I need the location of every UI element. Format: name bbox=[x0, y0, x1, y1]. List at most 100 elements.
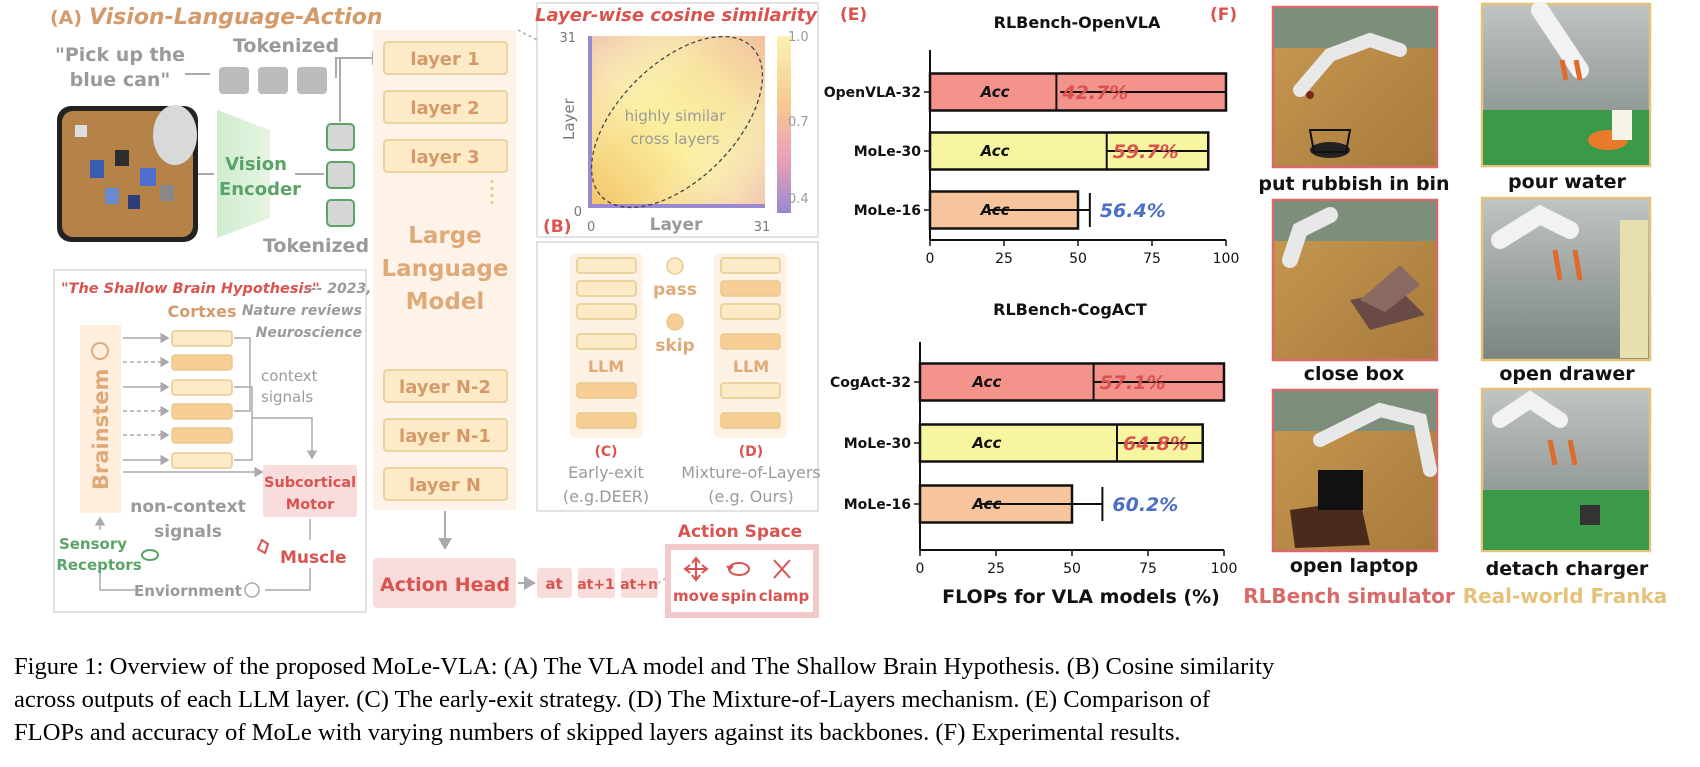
accuracy-value: 64.8% bbox=[1123, 433, 1189, 455]
chart-openvla-title: RLBench-OpenVLA bbox=[994, 13, 1161, 32]
sensory-line2: Receptors bbox=[56, 556, 141, 574]
subcortical-motor-box bbox=[263, 465, 357, 517]
figure-caption: Figure 1: Overview of the proposed MoLe-… bbox=[14, 650, 1694, 749]
action-head-label: Action Head bbox=[380, 574, 510, 596]
citation-line3: Neuroscience bbox=[256, 325, 362, 341]
y-tick-bottom: 0 bbox=[574, 205, 582, 220]
panel-b-tag: (B) bbox=[543, 217, 572, 237]
layer-n-label: layer N bbox=[409, 475, 481, 496]
muscle-label: Muscle bbox=[280, 548, 347, 568]
sensory-line1: Sensory bbox=[59, 535, 127, 553]
x-tick-label: 100 bbox=[1213, 251, 1240, 267]
llm-line1: Large bbox=[408, 223, 482, 249]
llm-line3: Model bbox=[406, 289, 485, 315]
x-tick-label: 75 bbox=[1139, 561, 1157, 577]
panel-f-tag: (F) bbox=[1210, 5, 1237, 25]
noncontext-line2: signals bbox=[154, 522, 222, 542]
noncontext-line1: non-context bbox=[130, 497, 246, 517]
panel-d-tag: (D) bbox=[739, 444, 763, 460]
action-space-box bbox=[665, 544, 819, 618]
environment-label: Enviornment bbox=[134, 582, 242, 600]
category-label: OpenVLA-32 bbox=[824, 85, 921, 101]
panel-b-box bbox=[536, 241, 819, 512]
early-exit-line2: (e.g.DEER) bbox=[563, 487, 649, 506]
layer-3-label: layer 3 bbox=[410, 147, 479, 168]
category-label: MoLe-16 bbox=[854, 203, 921, 219]
skip-legend-swatch bbox=[666, 313, 684, 331]
similarity-ellipse bbox=[590, 35, 764, 209]
early-exit-line1: Early-exit bbox=[568, 463, 644, 482]
photo-close-box bbox=[1271, 198, 1439, 362]
visual-tokens bbox=[326, 123, 355, 227]
move-icon bbox=[683, 556, 709, 582]
brainstem-signals bbox=[123, 332, 318, 478]
caption-pour-water: pour water bbox=[1508, 171, 1627, 193]
heatmap-annotation-line2: cross layers bbox=[630, 130, 719, 148]
x-tick-label: 0 bbox=[916, 561, 925, 577]
x-tick-label: 0 bbox=[926, 251, 935, 267]
caption-open-drawer: open drawer bbox=[1499, 363, 1635, 385]
subcortical-line2: Motor bbox=[286, 497, 335, 513]
heatmap-annotation-line1: highly similar bbox=[625, 107, 727, 125]
photo-detach-charger bbox=[1480, 387, 1652, 553]
acc-label: Acc bbox=[971, 373, 1001, 391]
x-tick-label: 75 bbox=[1143, 251, 1161, 267]
heatmap-overlay bbox=[588, 36, 765, 208]
context-line2: signals bbox=[261, 388, 313, 406]
acc-label: Acc bbox=[971, 434, 1001, 452]
heatmap-ylabel: Layer bbox=[560, 97, 578, 140]
x-tick-label: 25 bbox=[995, 251, 1013, 267]
eye-icon bbox=[141, 549, 159, 561]
real-label: Real-world Franka bbox=[1463, 584, 1668, 608]
accuracy-value: 56.4% bbox=[1100, 200, 1166, 222]
photo-put-rubbish bbox=[1271, 5, 1439, 169]
accuracy-value: 57.1% bbox=[1100, 372, 1166, 394]
photo-open-drawer bbox=[1480, 196, 1652, 362]
vision-encoder-line1: Vision bbox=[225, 154, 287, 175]
x-tick-label: 100 bbox=[1211, 561, 1238, 577]
caption-line2: across outputs of each LLM layer. (C) Th… bbox=[14, 686, 1211, 713]
action-tokens: at at+1 at+n bbox=[537, 568, 658, 598]
cortex-layers bbox=[171, 330, 233, 469]
llm-line2: Language bbox=[382, 256, 509, 282]
action-space-connector bbox=[657, 575, 671, 584]
colorbar-tick-3: 0.4 bbox=[788, 192, 809, 207]
env-to-sensory-line bbox=[99, 570, 135, 591]
early-exit-llm-label: LLM bbox=[588, 357, 624, 376]
caption-put-rubbish: put rubbish in bin bbox=[1258, 173, 1449, 195]
acc-label: Acc bbox=[980, 83, 1010, 101]
shallow-brain-title: "The Shallow Brain Hypothesis" bbox=[61, 281, 320, 297]
caption-close-box: close box bbox=[1304, 363, 1405, 385]
vision-encoder bbox=[217, 110, 270, 238]
instruction-line2: blue can" bbox=[70, 69, 171, 91]
llm-layers-bottom: layer N-2 layer N-1 layer N bbox=[383, 369, 508, 501]
action-token-1: at bbox=[545, 575, 562, 593]
category-label: CogAct-32 bbox=[830, 375, 911, 391]
instruction-line1: "Pick up the bbox=[55, 44, 185, 66]
brainstem-bar bbox=[80, 325, 121, 513]
caption-open-laptop: open laptop bbox=[1290, 555, 1418, 577]
globe-icon bbox=[244, 582, 260, 598]
text-token-arrow bbox=[335, 51, 384, 78]
panel-a-tag: (A) bbox=[50, 7, 82, 29]
vision-encoder-line2: Encoder bbox=[219, 179, 301, 200]
subcortical-line1: Subcortical bbox=[264, 475, 356, 491]
category-label: MoLe-30 bbox=[844, 436, 912, 452]
mol-llm-label: LLM bbox=[733, 357, 769, 376]
cortexes-label: Cortxes bbox=[168, 302, 237, 321]
x-tick-right: 31 bbox=[754, 220, 771, 235]
skip-legend-label: skip bbox=[655, 336, 694, 356]
sim-label: RLBench simulator bbox=[1243, 584, 1455, 608]
layer-n1-label: layer N-1 bbox=[399, 426, 491, 447]
heatmap-title: Layer-wise cosine similarity bbox=[535, 5, 818, 26]
brain-icon bbox=[91, 342, 109, 360]
move-label: move bbox=[673, 587, 719, 605]
brainstem-label: Brainstem bbox=[89, 369, 113, 490]
citation-line1: --- 2023, bbox=[305, 281, 372, 297]
panel-c-tag: (C) bbox=[594, 444, 617, 460]
layer-2-label: layer 2 bbox=[410, 98, 479, 119]
mol-line2: (e.g. Ours) bbox=[708, 487, 793, 506]
caption-line1: Figure 1: Overview of the proposed MoLe-… bbox=[14, 653, 1275, 680]
mol-line1: Mixture-of-Layers bbox=[681, 463, 821, 482]
category-label: MoLe-16 bbox=[844, 497, 911, 513]
